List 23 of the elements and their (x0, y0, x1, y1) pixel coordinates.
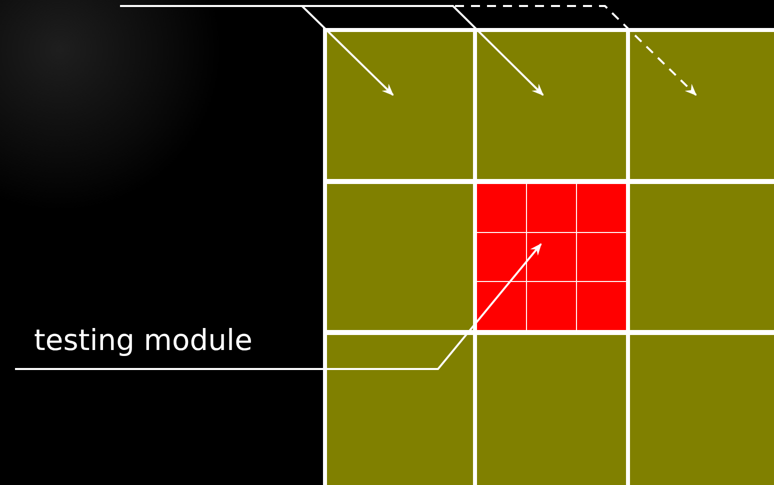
sub-cell (527, 184, 576, 232)
leader-arrow (120, 5, 394, 96)
sub-cell (527, 233, 576, 281)
grid-cell (630, 184, 774, 330)
sub-cell (527, 282, 576, 330)
grid-cell (630, 335, 774, 485)
grid-cell (630, 32, 774, 179)
sub-cell (477, 282, 526, 330)
sub-cell (577, 282, 626, 330)
grid-cell (327, 335, 473, 485)
sub-cell (477, 233, 526, 281)
grid-cell (477, 335, 626, 485)
grid-cell (327, 184, 473, 330)
sub-cell (477, 184, 526, 232)
sub-cell (577, 233, 626, 281)
leader-arrow (300, 5, 544, 96)
leader-arrow (14, 243, 542, 370)
grid-cell (327, 32, 473, 179)
module-cell (477, 184, 626, 330)
label-text: testing module (34, 326, 254, 355)
sub-cell (577, 184, 626, 232)
leader-arrow (455, 5, 697, 96)
grid-cell (477, 32, 626, 179)
